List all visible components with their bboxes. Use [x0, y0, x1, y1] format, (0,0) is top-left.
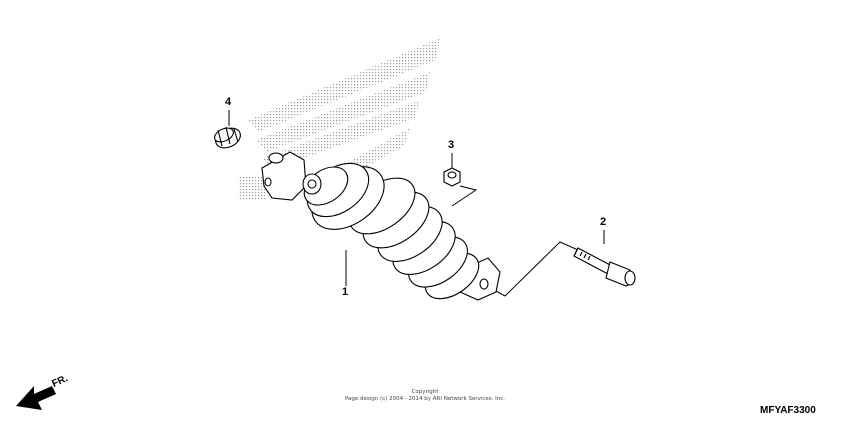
copyright-notice: Copyright Page design (c) 2004 - 2014 by…	[300, 389, 550, 402]
copyright-line-1: Copyright	[411, 389, 439, 395]
shock-absorber[interactable]	[261, 151, 501, 308]
cap[interactable]	[212, 124, 243, 151]
bolt[interactable]	[573, 247, 636, 287]
callout-1: 1	[342, 286, 349, 298]
watermark-wing-logo	[238, 38, 440, 200]
nut[interactable]	[443, 167, 461, 187]
callout-4: 4	[225, 96, 232, 108]
callout-3: 3	[448, 139, 455, 151]
copyright-line-2: Page design (c) 2004 - 2014 by ARI Netwo…	[344, 395, 506, 402]
front-direction-arrow-icon	[16, 386, 56, 410]
callout-2: 2	[600, 216, 607, 228]
diagram-code: MFYAF3300	[760, 405, 816, 416]
